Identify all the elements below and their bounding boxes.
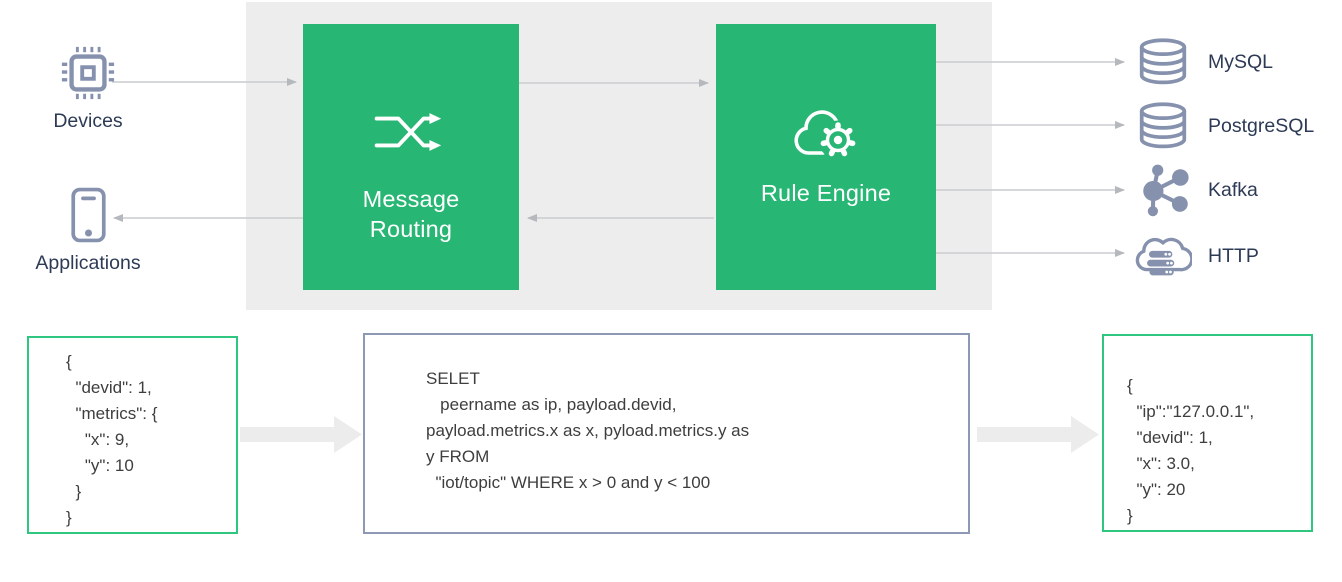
devices-label: Devices	[53, 110, 123, 132]
rule-engine-box: Rule Engine	[716, 24, 936, 290]
cloud-server-icon	[1135, 237, 1192, 276]
thick-arrow-sql-to-output	[977, 416, 1099, 453]
chip-icon	[61, 46, 115, 100]
output-row-mysql: MySQL	[1134, 34, 1273, 90]
cloud-gear-icon	[794, 110, 858, 160]
kafka-graph-icon	[1143, 164, 1189, 217]
kafka-label: Kafka	[1208, 178, 1258, 201]
http-label: HTTP	[1208, 244, 1259, 267]
rule-engine-label: Rule Engine	[760, 180, 892, 206]
output-row-postgresql: PostgreSQL	[1134, 98, 1314, 154]
output-row-http: HTTP	[1134, 228, 1259, 284]
postgresql-label: PostgreSQL	[1208, 114, 1315, 137]
database-icon	[1139, 102, 1187, 149]
mysql-label: MySQL	[1208, 50, 1274, 73]
message-routing-label: Message Routing	[362, 186, 460, 242]
thick-arrow-input-to-sql	[240, 416, 362, 453]
rule-sql-panel: SELET peername as ip, payload.devid, pay…	[363, 333, 970, 534]
devices-endpoint: Devices	[26, 44, 150, 133]
output-json-panel: { "ip":"127.0.0.1", "devid": 1, "x": 3.0…	[1102, 334, 1313, 532]
applications-endpoint: Applications	[26, 186, 150, 275]
applications-label: Applications	[35, 252, 141, 274]
database-icon	[1139, 38, 1187, 85]
output-row-kafka: Kafka	[1134, 162, 1258, 218]
smartphone-icon	[70, 187, 106, 243]
input-json-panel: { "devid": 1, "metrics": { "x": 9, "y": …	[27, 336, 238, 534]
message-routing-box: Message Routing	[303, 24, 519, 290]
shuffle-icon	[374, 113, 442, 151]
